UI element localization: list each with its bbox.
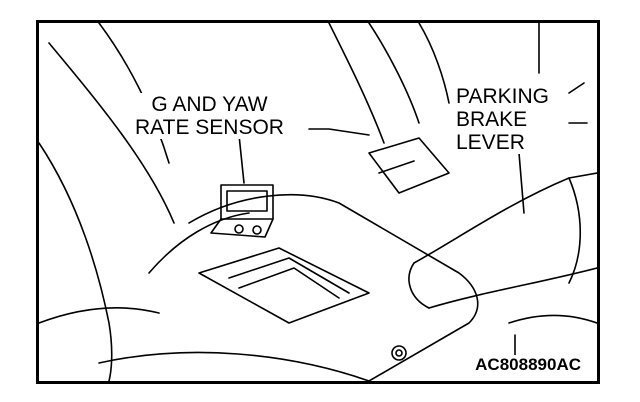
parking-brake-label-line-1: PARKING xyxy=(456,85,549,108)
sensor-label-line-1: G AND YAW xyxy=(151,93,268,116)
sensor-label: G AND YAW RATE SENSOR xyxy=(135,93,284,139)
sensor-label-line-2: RATE SENSOR xyxy=(135,116,284,139)
figure-code: AC808890AC xyxy=(473,355,583,375)
diagram-frame: G AND YAW RATE SENSOR PARKING BRAKE LEVE… xyxy=(36,20,600,384)
parking-brake-label: PARKING BRAKE LEVER xyxy=(456,85,549,154)
parking-brake-label-line-3: LEVER xyxy=(456,131,525,154)
parking-brake-label-line-2: BRAKE xyxy=(456,108,528,131)
console-illustration xyxy=(39,23,597,381)
